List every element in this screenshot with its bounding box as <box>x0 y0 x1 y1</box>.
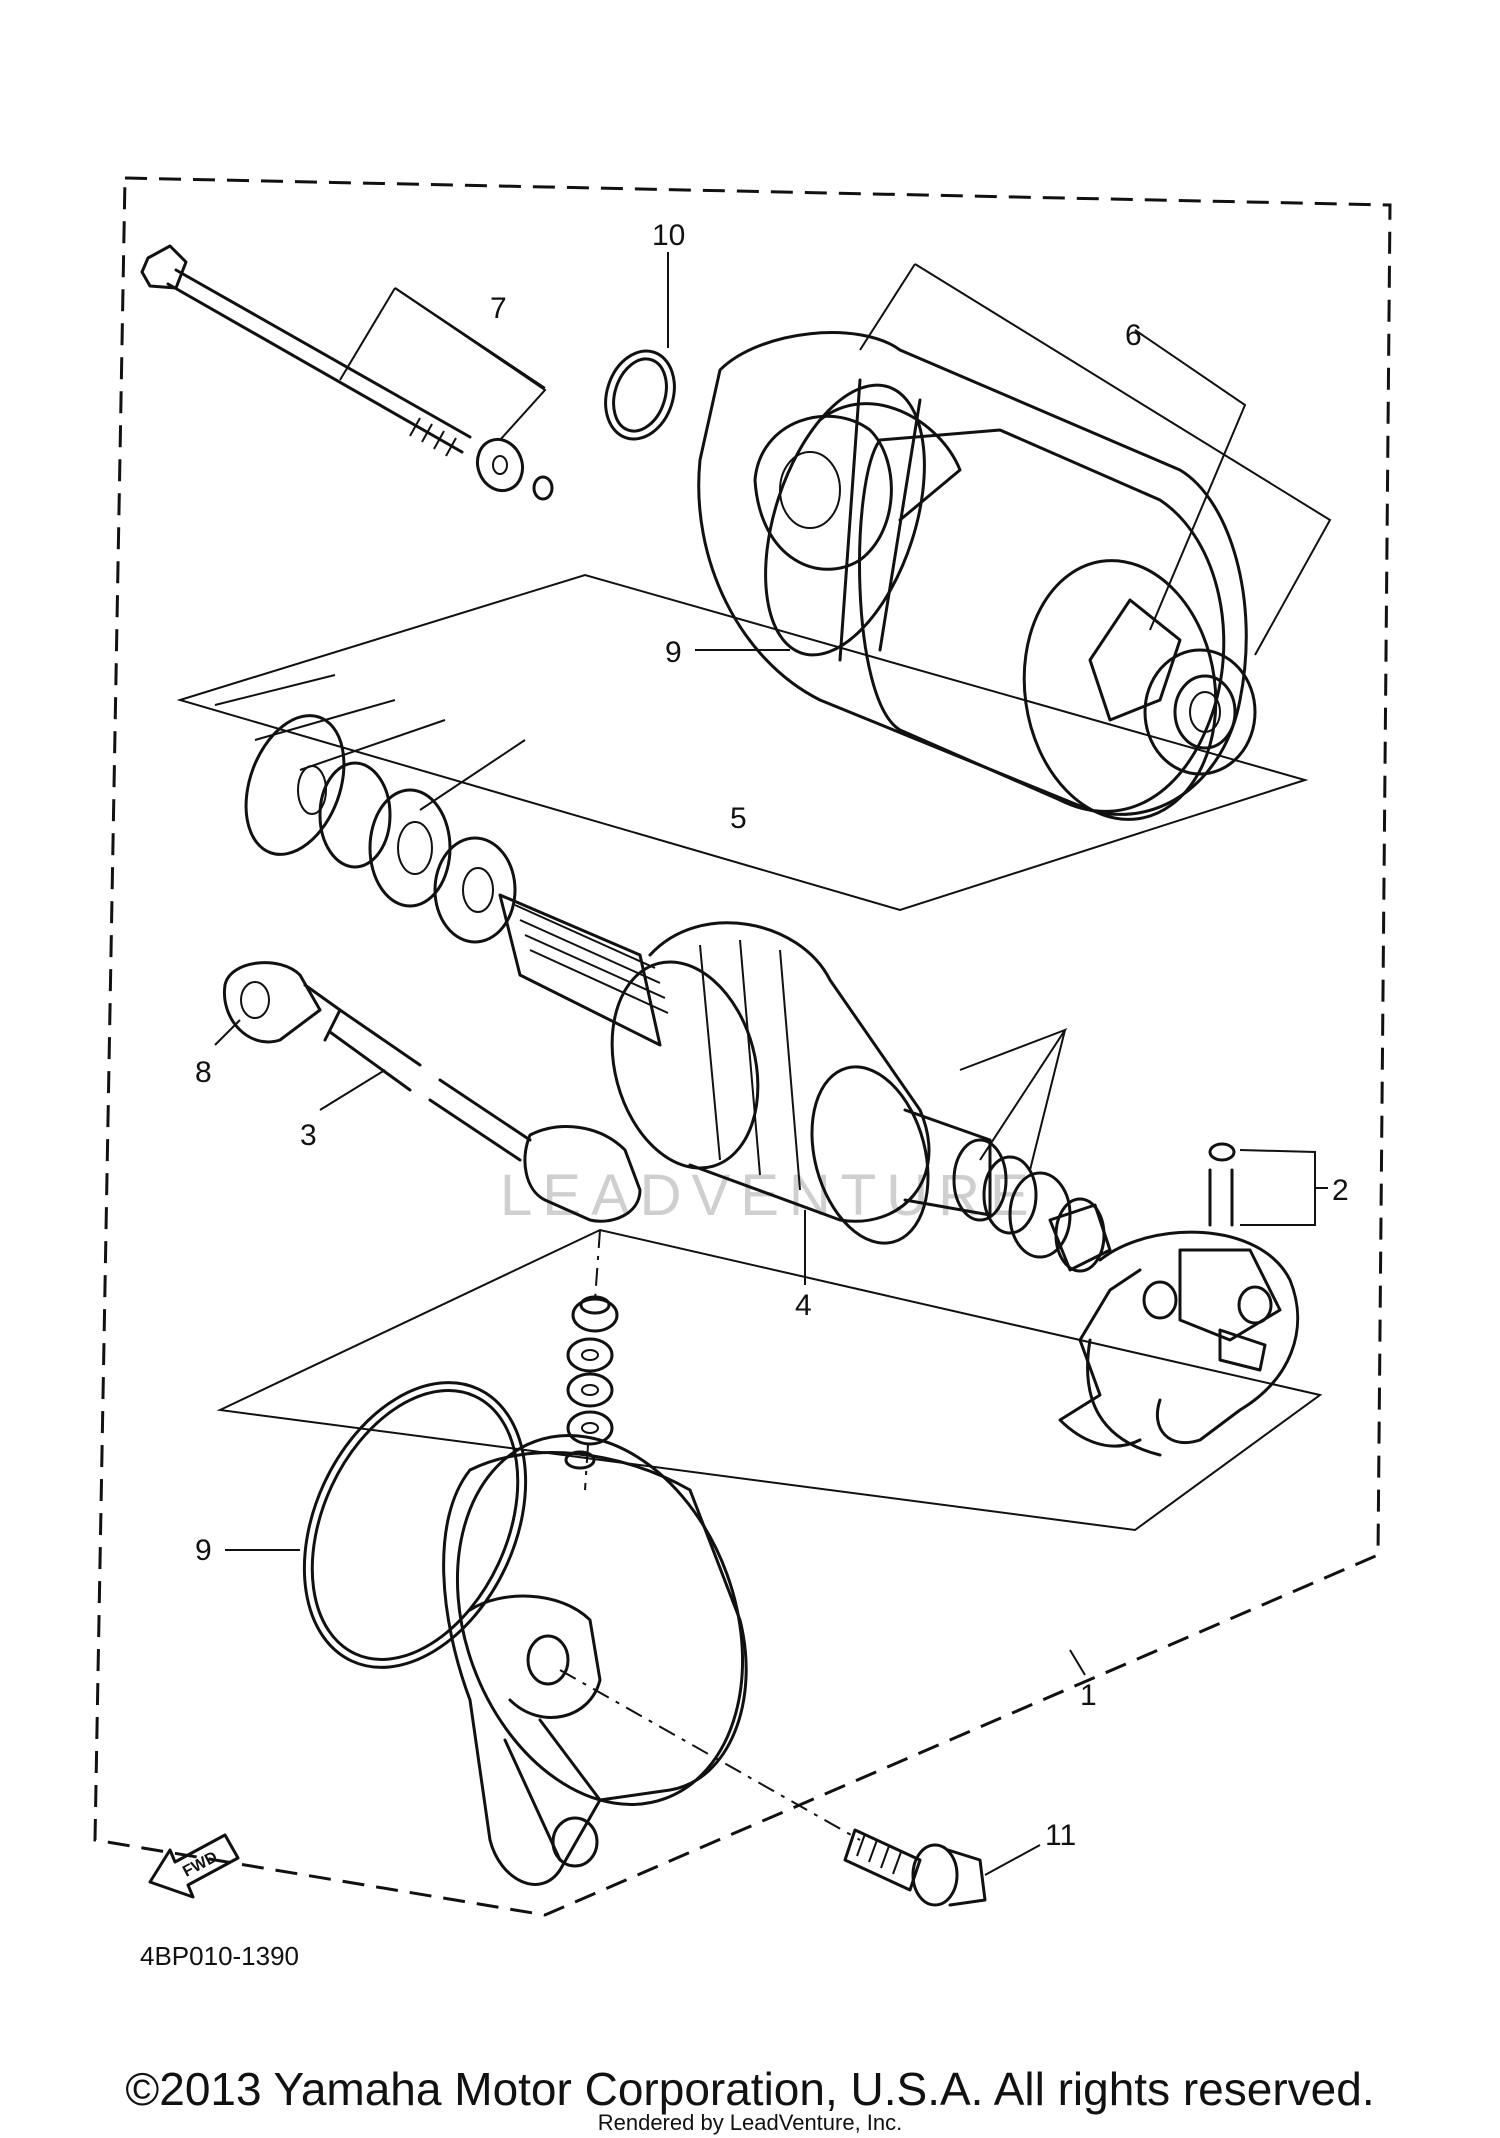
callout-6: 6 <box>859 263 1332 656</box>
svg-text:5: 5 <box>730 802 747 835</box>
part-6-rear-cover-assembly[interactable] <box>697 331 1257 832</box>
svg-text:6: 6 <box>1125 319 1142 352</box>
svg-text:9: 9 <box>195 1534 212 1567</box>
callout-9-lower: 9 <box>195 1534 300 1567</box>
part-5-armature-kit[interactable] <box>176 573 1309 1273</box>
callout-4: 4 <box>795 1210 812 1322</box>
copyright-notice: ©2013 Yamaha Motor Corporation, U.S.A. A… <box>125 2063 1375 2115</box>
nut-and-washer-stack[interactable] <box>566 1229 619 1491</box>
svg-text:8: 8 <box>195 1056 212 1089</box>
part-9-o-ring-lower[interactable] <box>261 1347 569 1703</box>
fwd-label: FWD <box>180 1849 220 1881</box>
callout-11: 11 <box>984 1819 1076 1876</box>
part-2-brush-holder[interactable] <box>216 1142 1323 1532</box>
callout-8: 8 <box>195 1019 241 1089</box>
part-8-terminal-boot[interactable] <box>222 961 342 1044</box>
svg-text:1: 1 <box>1080 1679 1097 1712</box>
callout-10: 10 <box>652 219 685 348</box>
svg-text:10: 10 <box>652 219 685 252</box>
part-10-o-ring[interactable] <box>595 342 686 448</box>
front-cover-housing[interactable] <box>408 1395 792 1886</box>
fwd-arrow-icon: FWD <box>148 1833 240 1899</box>
watermark-text: LEADVENTURE <box>500 1163 1039 1228</box>
part-11-flange-bolt[interactable] <box>559 1669 987 1907</box>
part-9-o-ring-upper[interactable] <box>735 365 955 675</box>
callout-5: 5 <box>214 674 1068 1171</box>
part-7-through-bolt[interactable] <box>140 244 554 501</box>
svg-text:11: 11 <box>1045 1819 1076 1852</box>
assembly-boundary <box>93 176 1392 1917</box>
rendered-by-notice: Rendered by LeadVenture, Inc. <box>597 2110 903 2135</box>
svg-text:4: 4 <box>795 1289 812 1322</box>
callout-2: 2 <box>1239 1149 1349 1226</box>
svg-text:2: 2 <box>1332 1174 1349 1207</box>
svg-text:9: 9 <box>665 636 682 669</box>
diagram-code: 4BP010-1390 <box>140 1941 299 1971</box>
part-3-lead-cable[interactable] <box>328 1008 642 1223</box>
callout-1: 1 <box>1069 1649 1097 1712</box>
svg-text:7: 7 <box>490 292 507 325</box>
svg-text:3: 3 <box>300 1119 317 1152</box>
callout-3: 3 <box>300 1069 386 1152</box>
callout-7: 7 <box>339 287 547 441</box>
callout-9-upper: 9 <box>665 636 790 669</box>
